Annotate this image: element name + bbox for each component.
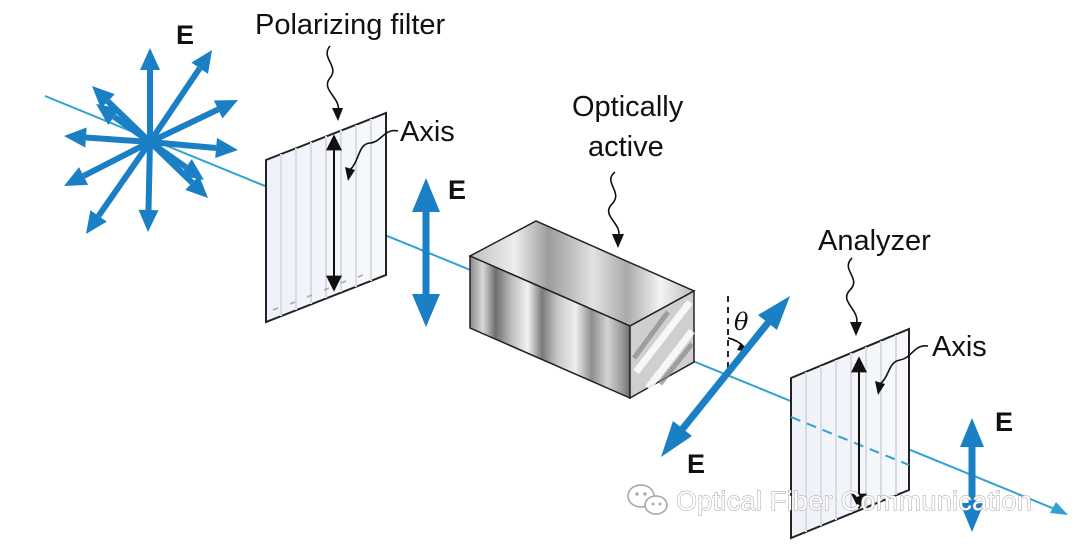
unpolarized-arrow-shaft: [112, 114, 152, 145]
e-label-after-analyzer: E: [995, 407, 1013, 437]
label-polarizing-filter: Polarizing filter: [255, 9, 446, 41]
unpolarized-arrowhead: [215, 138, 238, 158]
e-field-after-polarizer: [412, 178, 440, 327]
analyzer-callout: [845, 257, 858, 327]
unpolarized-arrowhead: [140, 48, 160, 70]
polarizing-filter-callout-arrowhead: [332, 108, 343, 121]
unpolarized-field-arrows: [64, 48, 238, 234]
unpolarized-arrowhead: [138, 209, 159, 232]
label-optically-active-line1: Optically: [572, 91, 684, 123]
unpolarized-arrow-shaft: [148, 139, 188, 170]
optically-active-medium: [468, 220, 696, 400]
analyzer-callout-arrowhead: [850, 322, 862, 336]
unpolarized-arrow-shaft: [85, 134, 151, 145]
unpolarized-arrowhead: [180, 159, 204, 180]
unpolarized-arrowhead: [213, 100, 238, 119]
axis-callout-second: [879, 345, 929, 385]
beam-arrowhead: [1050, 502, 1068, 515]
unpolarized-arrow-shaft: [147, 66, 203, 144]
label-theta: θ: [734, 308, 749, 336]
unpolarized-arrowhead: [92, 86, 115, 109]
e-label-after-polarizer: E: [448, 175, 466, 205]
axis-callout-first: [349, 129, 399, 171]
unpolarized-arrowhead: [191, 50, 212, 74]
analyzer-beam-dashed: [790, 416, 910, 466]
unpolarized-arrowhead: [64, 167, 89, 186]
optically-active-callout-arrowhead: [612, 234, 624, 248]
unpolarized-arrow-shaft: [96, 140, 153, 218]
unpolarized-arrow-shaft: [149, 139, 217, 151]
axis-callout-second-arrowhead: [875, 381, 885, 395]
e-label-unpolarized: E: [176, 20, 194, 50]
polarizing-filter-callout: [326, 45, 340, 113]
wechat-logo-icon: [627, 484, 668, 515]
unpolarized-arrowhead: [86, 210, 107, 234]
e-field-after-analyzer: [960, 418, 984, 532]
unpolarized-arrowhead: [185, 175, 208, 198]
label-optically-active-line2: active: [588, 131, 664, 163]
optically-active-callout: [607, 171, 620, 239]
unpolarized-arrowhead: [96, 104, 120, 125]
e-field-rotated: [661, 296, 790, 457]
unpolarized-arrow-shaft: [82, 139, 152, 179]
axis-callout-first-arrowhead: [345, 167, 355, 181]
unpolarized-arrow-shaft: [145, 141, 153, 211]
unpolarized-arrowhead: [64, 127, 87, 148]
label-analyzer: Analyzer: [818, 225, 931, 257]
label-axis-second: Axis: [932, 331, 987, 363]
label-axis-first: Axis: [400, 116, 455, 148]
polarizing-filter: [265, 111, 387, 324]
unpolarized-arrow-shaft: [148, 106, 220, 145]
watermark-text: Optical Fiber Communication: [676, 486, 1032, 516]
e-label-rotated: E: [687, 449, 705, 479]
